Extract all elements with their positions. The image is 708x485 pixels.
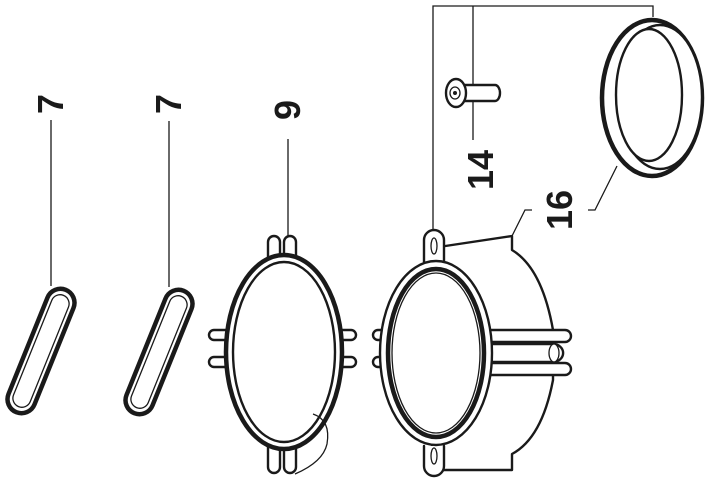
callout-label-7b: 7 [148,94,189,114]
leader-line-16a [511,209,532,237]
callout-label-14: 14 [460,150,501,190]
screw [444,77,502,109]
end-cap [599,17,705,179]
callout-14: 14 [432,5,654,234]
o-ring-1 [5,286,77,416]
gasket [207,234,358,475]
o-ring-2 [123,287,195,417]
callout-label-9: 9 [267,100,308,120]
leader-line-16b [588,165,618,211]
callout-7a: 7 [30,94,71,286]
callout-7b: 7 [148,94,189,287]
callout-label-7a: 7 [30,94,71,114]
leader-line-bracket [432,5,654,234]
callout-9: 9 [267,100,308,236]
valve-body-clamp [371,228,573,478]
callout-16: 16 [511,165,618,237]
callout-label-16: 16 [539,190,580,230]
